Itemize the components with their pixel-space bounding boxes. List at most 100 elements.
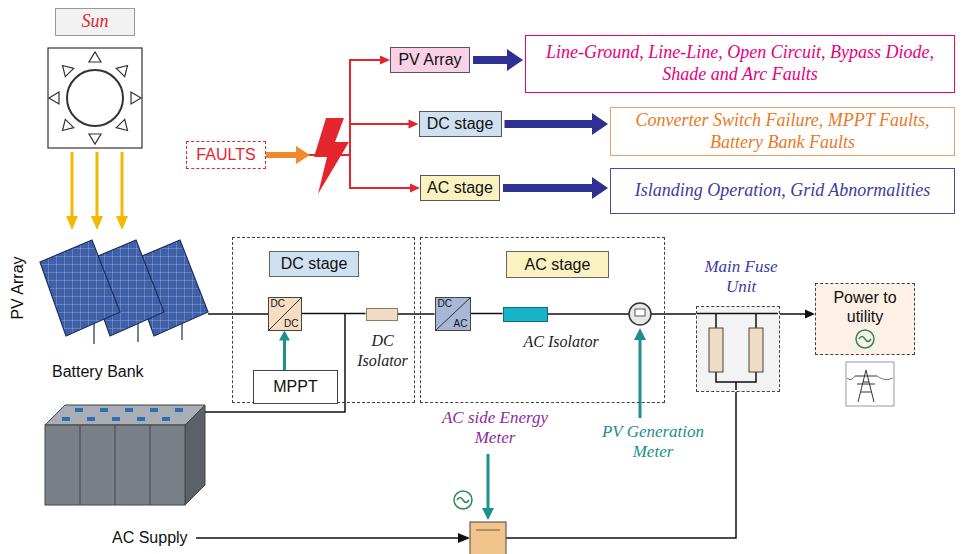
fault-category-box: DC stage [419, 111, 502, 137]
arrowhead [592, 113, 608, 135]
ac-wave [859, 337, 871, 342]
connector [473, 49, 523, 71]
utility-box: Power to utility [815, 283, 915, 355]
leader-arrow [639, 338, 642, 418]
fault-category-box: AC stage [420, 175, 500, 201]
arrowhead [91, 216, 103, 230]
text-label: PV Generation Meter [598, 422, 708, 462]
node-label: Line-Ground, Line-Line, Open Circuit, By… [532, 42, 948, 85]
battery-bank [45, 405, 205, 505]
energy-meter-symbol [470, 522, 506, 554]
wire [196, 537, 460, 539]
power-lines [847, 376, 893, 380]
battery-cell-lines [80, 425, 150, 505]
transmission-tower [855, 370, 877, 402]
pv-panels [40, 240, 208, 344]
converter-output: AC [454, 319, 468, 329]
arrowhead [482, 508, 494, 520]
fault-box: FAULTS [186, 141, 266, 169]
battery-front [45, 425, 185, 505]
connector-line [398, 313, 435, 315]
wire [548, 313, 629, 315]
battery-terminal [100, 408, 108, 412]
converter-diagonal [269, 298, 301, 330]
connector-line [780, 313, 806, 315]
arrowhead [380, 56, 390, 65]
isolator-box: AC Isolator [503, 307, 548, 322]
text-label: PV Array [8, 256, 28, 319]
battery-terminal [175, 408, 183, 412]
mppt-box: MPPT [253, 370, 338, 404]
sunlight-arrows [66, 152, 128, 230]
ac-wave [457, 498, 469, 503]
arrowhead [634, 328, 646, 340]
sun-ray [116, 66, 127, 77]
sun-ray [63, 119, 74, 130]
fault-description-box: Islanding Operation, Grid Abnormalities [610, 168, 955, 214]
stage-heading: DC stage [269, 251, 359, 277]
arrowhead [296, 146, 310, 164]
node-label: Sun [82, 11, 109, 33]
ac-source-ring [856, 330, 874, 348]
lightning-symbol [314, 118, 349, 194]
fuse-element [749, 328, 763, 372]
sunlight-line [96, 152, 99, 218]
arrowhead [592, 177, 608, 199]
stage-heading: AC stage [506, 251, 609, 278]
connector-line [283, 340, 286, 371]
fault-description-box: Converter Switch Failure, MPPT Faults, B… [610, 107, 955, 156]
connector-line [505, 120, 594, 128]
text-label: AC side Energy Meter [430, 408, 560, 448]
node-label: DC stage [427, 114, 494, 133]
arrowhead [279, 331, 290, 341]
node-label: PV Array [398, 50, 461, 69]
node-label: MPPT [273, 377, 317, 396]
connector [471, 313, 503, 314]
wire [208, 313, 268, 315]
converter-output: DC [284, 319, 298, 329]
arrowhead [410, 184, 420, 193]
wires [196, 314, 736, 538]
battery-side [185, 405, 205, 505]
arrowhead [805, 310, 815, 319]
connector [505, 113, 609, 135]
ac-source-symbol [454, 491, 472, 509]
battery-terminal [75, 408, 83, 412]
meter-detail [476, 530, 500, 531]
sun-ray [116, 119, 127, 130]
ac-source-symbol [854, 328, 876, 350]
converter-diagonal [436, 298, 470, 330]
connector [266, 155, 420, 193]
fuse-element [709, 328, 723, 372]
fault-description-box: Line-Ground, Line-Line, Open Circuit, By… [525, 35, 955, 93]
wire [651, 313, 697, 315]
battery-terminal [62, 417, 70, 421]
connector-line [503, 184, 594, 192]
fuse-unit-box: Main Fuse Unit [696, 306, 780, 392]
arrowhead [409, 120, 419, 129]
meter-symbol [629, 303, 651, 325]
utility-label: Power to utility [823, 288, 907, 326]
fault-category-box: PV Array [390, 47, 470, 73]
battery-top [45, 405, 205, 425]
node-label: FAULTS [196, 145, 255, 164]
arrowhead [66, 216, 78, 230]
connector-line [473, 56, 509, 64]
component-label: AC Isolator [524, 332, 599, 352]
sun-ray [63, 66, 74, 77]
battery-terminal [125, 408, 133, 412]
sun-disc [67, 70, 123, 126]
converter-input: DC [271, 299, 285, 309]
sunlight-line [121, 152, 124, 218]
sun-ray [131, 92, 141, 104]
fuse-wire [697, 314, 778, 391]
node-label: AC stage [427, 178, 493, 197]
connector-line [471, 313, 503, 315]
meter-display [635, 309, 645, 316]
connector [302, 313, 366, 314]
node-label: Converter Switch Failure, MPPT Faults, B… [617, 110, 948, 153]
sun-ray [89, 52, 101, 62]
sun-frame [48, 48, 142, 148]
component-label: Main Fuse Unit [703, 257, 779, 297]
